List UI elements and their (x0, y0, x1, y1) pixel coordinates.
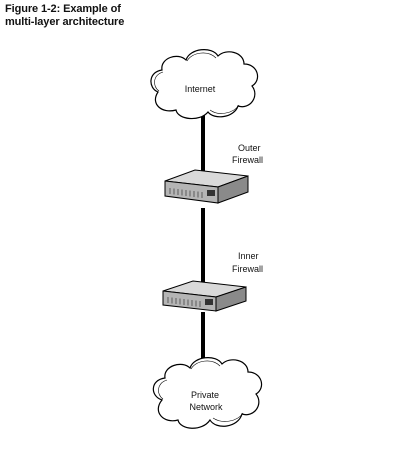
internet-label: Internet (185, 84, 216, 94)
outer-firewall-device (164, 169, 249, 204)
internet-cloud: Internet (150, 49, 259, 120)
outer-firewall-side (217, 175, 249, 204)
private-network-label-line-2: Network (189, 402, 223, 412)
inner-firewall-device (162, 280, 247, 312)
figure-title-line-2: multi-layer architecture (5, 16, 125, 28)
figure-title-line-1: Figure 1-2: Example of (5, 3, 121, 15)
figure-title: Figure 1-2: Example of multi-layer archi… (5, 3, 205, 29)
inner-firewall-label-line-1: Inner (238, 251, 259, 261)
private-network-cloud: Private Network (152, 357, 263, 429)
inner-firewall-side (215, 286, 247, 312)
private-network-cloud-shape (152, 357, 263, 429)
inner-firewall-label-line-2: Firewall (232, 264, 263, 274)
private-network-label-line-1: Private (191, 390, 219, 400)
internet-cloud-shape (150, 49, 259, 120)
outer-firewall-label-line-2: Firewall (232, 155, 263, 165)
outer-firewall-label-line-1: Outer (238, 143, 261, 153)
